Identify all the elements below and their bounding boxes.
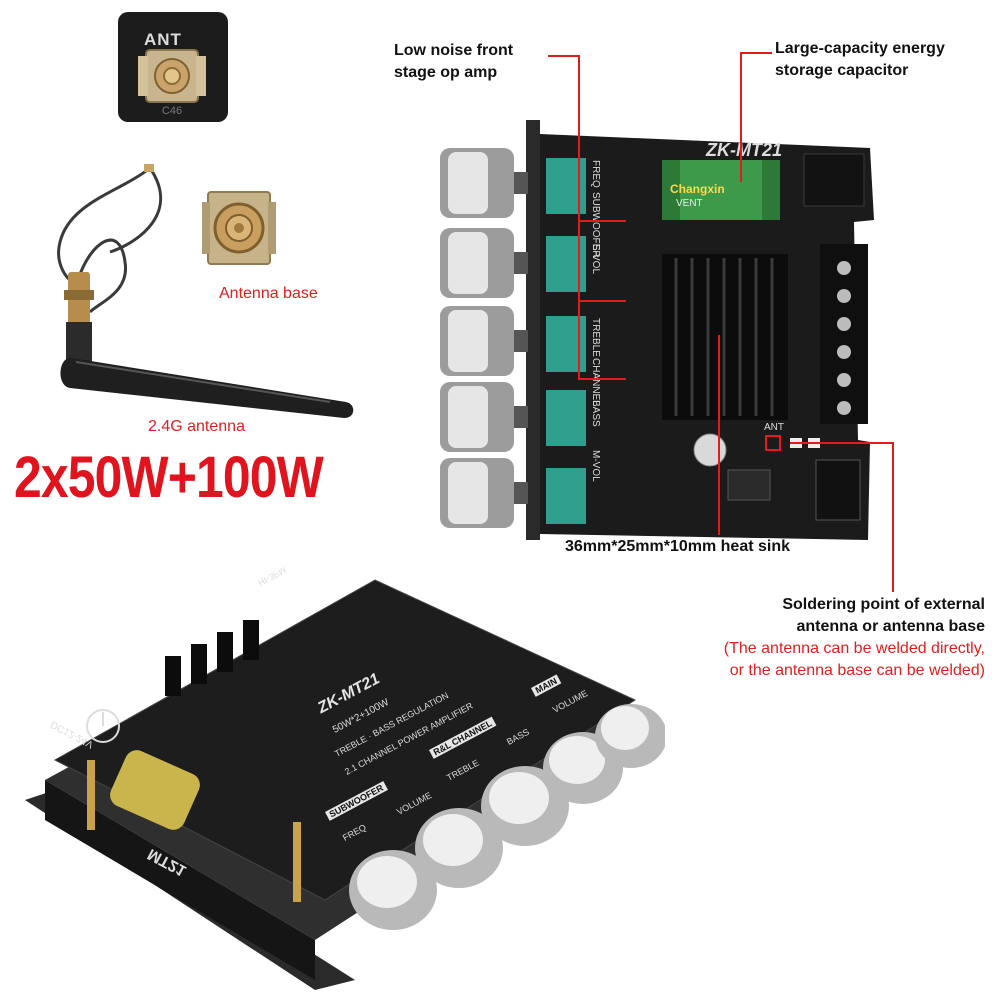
enclosure-image [25, 579, 665, 990]
solder-callout-line1: Soldering point of external [782, 596, 985, 613]
capacitor-callout-line1: Large-capacity energy [775, 40, 945, 57]
antenna-connector-photo: C46 ANT [118, 12, 228, 122]
antenna-label: 2.4G antenna [148, 418, 245, 435]
solder-leader-h [790, 442, 894, 444]
pcb-silk-svol: S-VOL [590, 244, 601, 275]
antenna-base-label: Antenna base [219, 285, 318, 302]
solder-callout-line2: antenna or antenna base [796, 618, 986, 635]
heat-sink-leader [718, 335, 720, 535]
svg-text:C46: C46 [162, 105, 182, 117]
solder-callout-note1: (The antenna can be welded directly, [723, 640, 985, 657]
pcb-board-image [440, 120, 874, 540]
op-amp-branch-1 [578, 220, 626, 222]
pcb-silk-freq: FREQ [590, 160, 601, 188]
op-amp-callout: Low noise front stage op amp [394, 40, 513, 84]
op-amp-leader-v [578, 55, 580, 380]
pcb-board-photo: ZK-MT21 Changxin VENT ANT FREQ SUBWOOFER… [430, 120, 885, 545]
solder-callout: Soldering point of external antenna or a… [625, 594, 985, 682]
solder-callout-note2: or the antenna base can be welded) [729, 662, 985, 679]
capacitor-callout: Large-capacity energy storage capacitor [775, 38, 945, 82]
capacitor-callout-line2: storage capacitor [775, 62, 909, 79]
pcb-silk-mvol: M-VOL [590, 450, 601, 482]
capacitor-brand: Changxin [670, 182, 725, 196]
antenna-photo [30, 162, 370, 432]
capacitor-leader-v [740, 52, 742, 182]
op-amp-branch-2 [578, 300, 626, 302]
capacitor-vent: VENT [676, 198, 703, 209]
enclosure-photo: ZK-MT21 50W*2+100W TREBLE · BASS REGULAT… [15, 560, 665, 990]
pcb-ant-silk: ANT [764, 422, 784, 433]
solder-leader-v [892, 442, 894, 592]
antenna-connector-image: C46 [118, 12, 228, 122]
pcb-silk-channel: CHANNEL [590, 358, 601, 406]
op-amp-callout-line2: stage op amp [394, 64, 498, 81]
pcb-model-silk: ZK-MT21 [706, 140, 782, 160]
capacitor-leader-h [740, 52, 772, 54]
product-headline: 2x50W+100W [14, 445, 324, 510]
pcb-silk-subwoofer: SUBWOOFER [590, 192, 601, 258]
op-amp-callout-line1: Low noise front [394, 42, 514, 59]
pcb-silk-treble: TREBLE [590, 318, 601, 357]
pcb-silk-bass: BASS [590, 400, 601, 427]
heat-sink-callout: 36mm*25mm*10mm heat sink [565, 538, 791, 555]
op-amp-leader-h [548, 55, 580, 57]
op-amp-branch-3 [578, 378, 626, 380]
antenna-silk-label: ANT [144, 30, 182, 49]
antenna-base-photo [200, 188, 278, 270]
